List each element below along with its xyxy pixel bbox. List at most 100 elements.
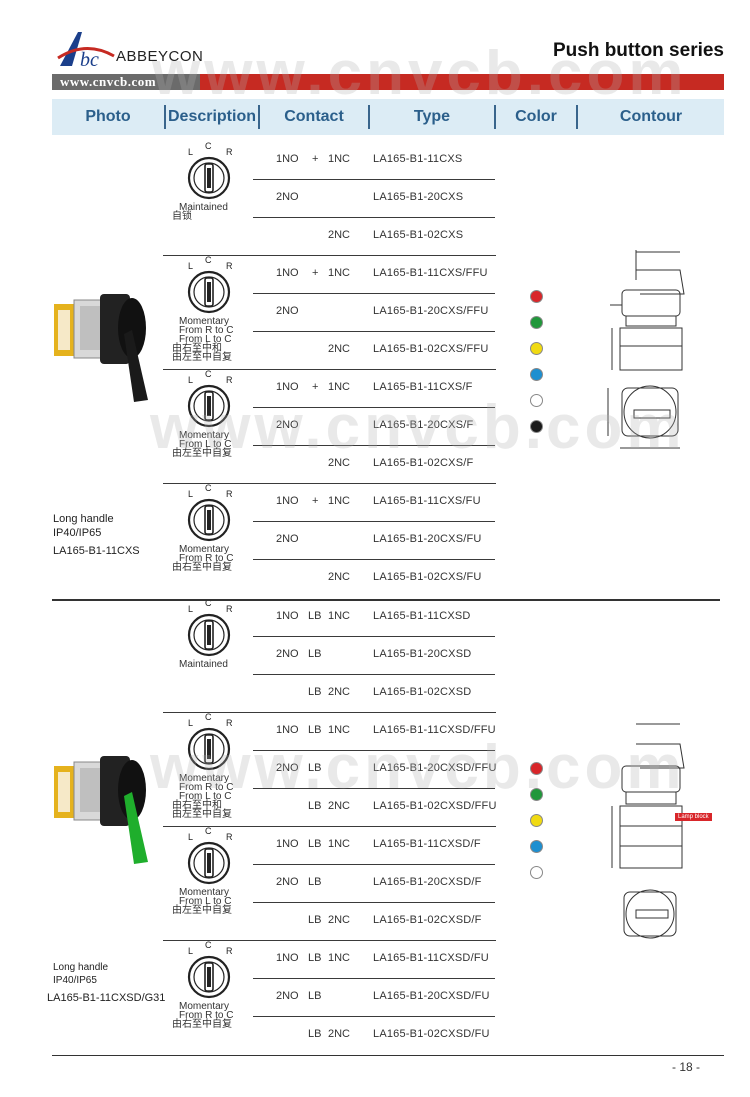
page-title: Push button series	[552, 40, 724, 61]
group-divider	[163, 826, 496, 827]
group-divider	[163, 483, 496, 484]
contact-right: 2NC	[328, 229, 351, 241]
selector-switch-icon	[187, 270, 231, 314]
mode-label: Momentary	[179, 544, 230, 555]
contact-right: 1NC	[328, 267, 351, 279]
contact-left: 1NO	[276, 267, 299, 279]
website-label: www.cnvcb.com	[52, 74, 200, 90]
contact-left: 1NO	[276, 952, 299, 964]
contact-left: 2NO	[276, 419, 299, 431]
mode-label: 自锁	[172, 211, 192, 222]
row-divider	[253, 331, 495, 332]
contact-left: 2NO	[276, 876, 299, 888]
color-swatch	[530, 814, 543, 827]
type-code: LA165-B1-02CXS/FU	[373, 571, 482, 583]
contact-right: 2NC	[328, 800, 351, 812]
row-divider	[253, 217, 495, 218]
type-code: LA165-B1-02CXSD/F	[373, 914, 482, 926]
contact-right: 1NC	[328, 381, 351, 393]
svg-text:bc: bc	[80, 49, 99, 70]
contact-mid: LB	[308, 838, 322, 850]
contact-right: 1NC	[328, 495, 351, 507]
mode-label: From R to C	[179, 1010, 234, 1021]
color-swatch	[530, 866, 543, 879]
type-code: LA165-B1-11CXSD/FU	[373, 952, 489, 964]
row-divider	[253, 902, 495, 903]
contact-left: 1NO	[276, 724, 299, 736]
selector-switch-icon	[187, 727, 231, 771]
selector-switch-icon	[187, 156, 231, 200]
mode-label: Momentary	[179, 1001, 230, 1012]
mode-label: Momentary	[179, 887, 230, 898]
color-swatch	[530, 290, 543, 303]
contact-mid: LB	[308, 648, 322, 660]
contact-left: 1NO	[276, 495, 299, 507]
row-divider	[253, 750, 495, 751]
type-code: LA165-B1-11CXS/FFU	[373, 267, 488, 279]
type-code: LA165-B1-20CXS/FFU	[373, 305, 489, 317]
color-swatch	[530, 788, 543, 801]
mode-label: Momentary	[179, 316, 230, 327]
contact-right: 1NC	[328, 838, 351, 850]
col-color: Color	[515, 108, 557, 125]
type-code: LA165-B1-20CXS/FU	[373, 533, 482, 545]
page-number: - 18 -	[672, 1060, 701, 1074]
contact-mid: +	[312, 267, 319, 279]
color-swatch	[530, 420, 543, 433]
mode-label: Momentary	[179, 430, 230, 441]
contact-mid: LB	[308, 1028, 322, 1040]
type-code: LA165-B1-20CXSD/F	[373, 876, 482, 888]
contact-left: 2NO	[276, 762, 299, 774]
mode-label: 由左至中自复	[172, 352, 232, 363]
col-divider	[576, 105, 578, 129]
type-code: LA165-B1-20CXS/F	[373, 419, 474, 431]
contour-drawing-2	[600, 722, 700, 952]
contact-mid: LB	[308, 990, 322, 1002]
selector-switch-icon	[187, 955, 231, 999]
color-swatch	[530, 368, 543, 381]
contact-mid: LB	[308, 686, 322, 698]
contact-left: 1NO	[276, 153, 299, 165]
contact-left: 1NO	[276, 838, 299, 850]
photo-label: LA165-B1-11CXS	[53, 545, 140, 557]
color-swatch	[530, 840, 543, 853]
type-code: LA165-B1-20CXS	[373, 191, 464, 203]
col-divider	[258, 105, 260, 129]
contact-mid: +	[312, 153, 319, 165]
row-divider	[253, 978, 495, 979]
row-divider	[253, 407, 495, 408]
col-type: Type	[413, 108, 451, 125]
brand-bar	[52, 74, 724, 90]
selector-switch-icon	[187, 613, 231, 657]
type-code: LA165-B1-02CXSD/FU	[373, 1028, 490, 1040]
type-code: LA165-B1-11CXSD/FFU	[373, 724, 496, 736]
contact-left: 2NO	[276, 191, 299, 203]
row-divider	[253, 788, 495, 789]
photo-label: Long handle	[53, 962, 109, 973]
color-swatch	[530, 316, 543, 329]
contact-mid: LB	[308, 952, 322, 964]
group-divider	[163, 255, 496, 256]
type-code: LA165-B1-02CXS	[373, 229, 464, 241]
contact-right: 2NC	[328, 571, 351, 583]
contact-left: 1NO	[276, 610, 299, 622]
section-divider	[52, 599, 720, 601]
type-code: LA165-B1-02CXSD/FFU	[373, 800, 497, 812]
col-divider	[368, 105, 370, 129]
photo-label: LA165-B1-11CXSD/G31	[47, 992, 166, 1004]
mode-label: From R to C	[179, 782, 234, 793]
product-photo-green	[50, 752, 160, 887]
row-divider	[253, 864, 495, 865]
row-divider	[253, 445, 495, 446]
row-divider	[253, 179, 495, 180]
mode-label: From L to C	[179, 334, 232, 345]
color-swatch	[530, 342, 543, 355]
brand-logo: bc	[56, 26, 116, 75]
contact-mid: LB	[308, 876, 322, 888]
